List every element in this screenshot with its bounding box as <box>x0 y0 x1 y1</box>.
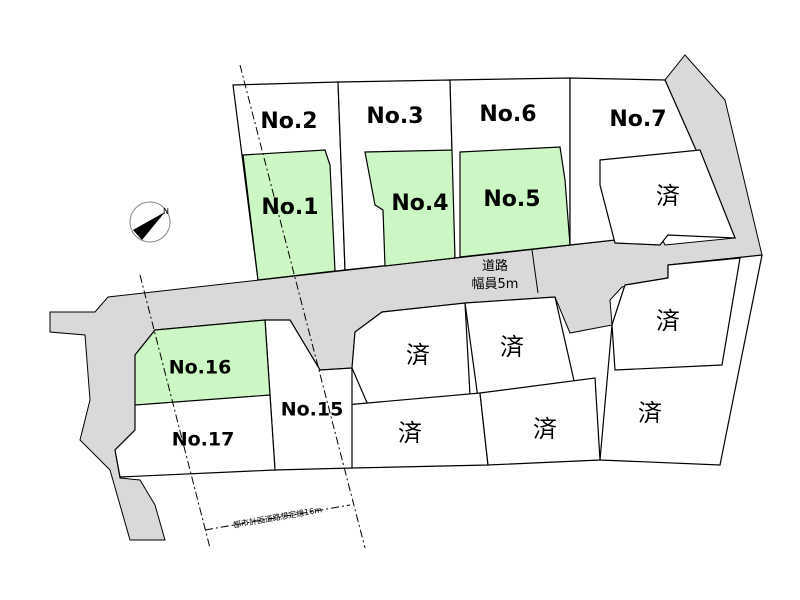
lot-no1[interactable] <box>242 149 336 281</box>
planned-road-line-right <box>239 64 366 549</box>
label-sold: 済 <box>398 419 422 447</box>
label-no15: No.15 <box>281 399 344 421</box>
label-no16: No.16 <box>169 357 232 379</box>
label-no6: No.6 <box>479 102 536 127</box>
planned-road-label: 都市計画道路想定線16m <box>232 504 323 530</box>
label-sold: 済 <box>656 307 680 335</box>
svg-text:N: N <box>163 207 169 216</box>
label-sold: 済 <box>500 333 524 361</box>
label-no5: No.5 <box>483 187 540 212</box>
label-sold: 済 <box>533 415 557 443</box>
road-width-arrow <box>531 249 539 294</box>
label-no7: No.7 <box>609 107 666 132</box>
lot-sold-f[interactable] <box>479 377 601 466</box>
label-sold: 済 <box>638 399 662 427</box>
lot-sold-b[interactable] <box>611 257 741 371</box>
road-label-line2: 幅員5m <box>472 277 519 292</box>
label-sold: 済 <box>656 182 680 210</box>
label-sold: 済 <box>406 341 430 369</box>
road-label-line1: 道路 <box>482 258 508 274</box>
label-no3: No.3 <box>366 104 423 129</box>
lot-no17[interactable] <box>114 394 276 478</box>
label-no1: No.1 <box>261 195 318 220</box>
lot-sold-a[interactable] <box>599 149 736 246</box>
planned-road-line-left <box>139 274 211 549</box>
label-no17: No.17 <box>172 429 235 451</box>
lot-no5[interactable] <box>459 146 571 258</box>
label-no4: No.4 <box>391 191 448 216</box>
compass-icon: N <box>129 201 171 243</box>
label-no2: No.2 <box>260 109 317 134</box>
